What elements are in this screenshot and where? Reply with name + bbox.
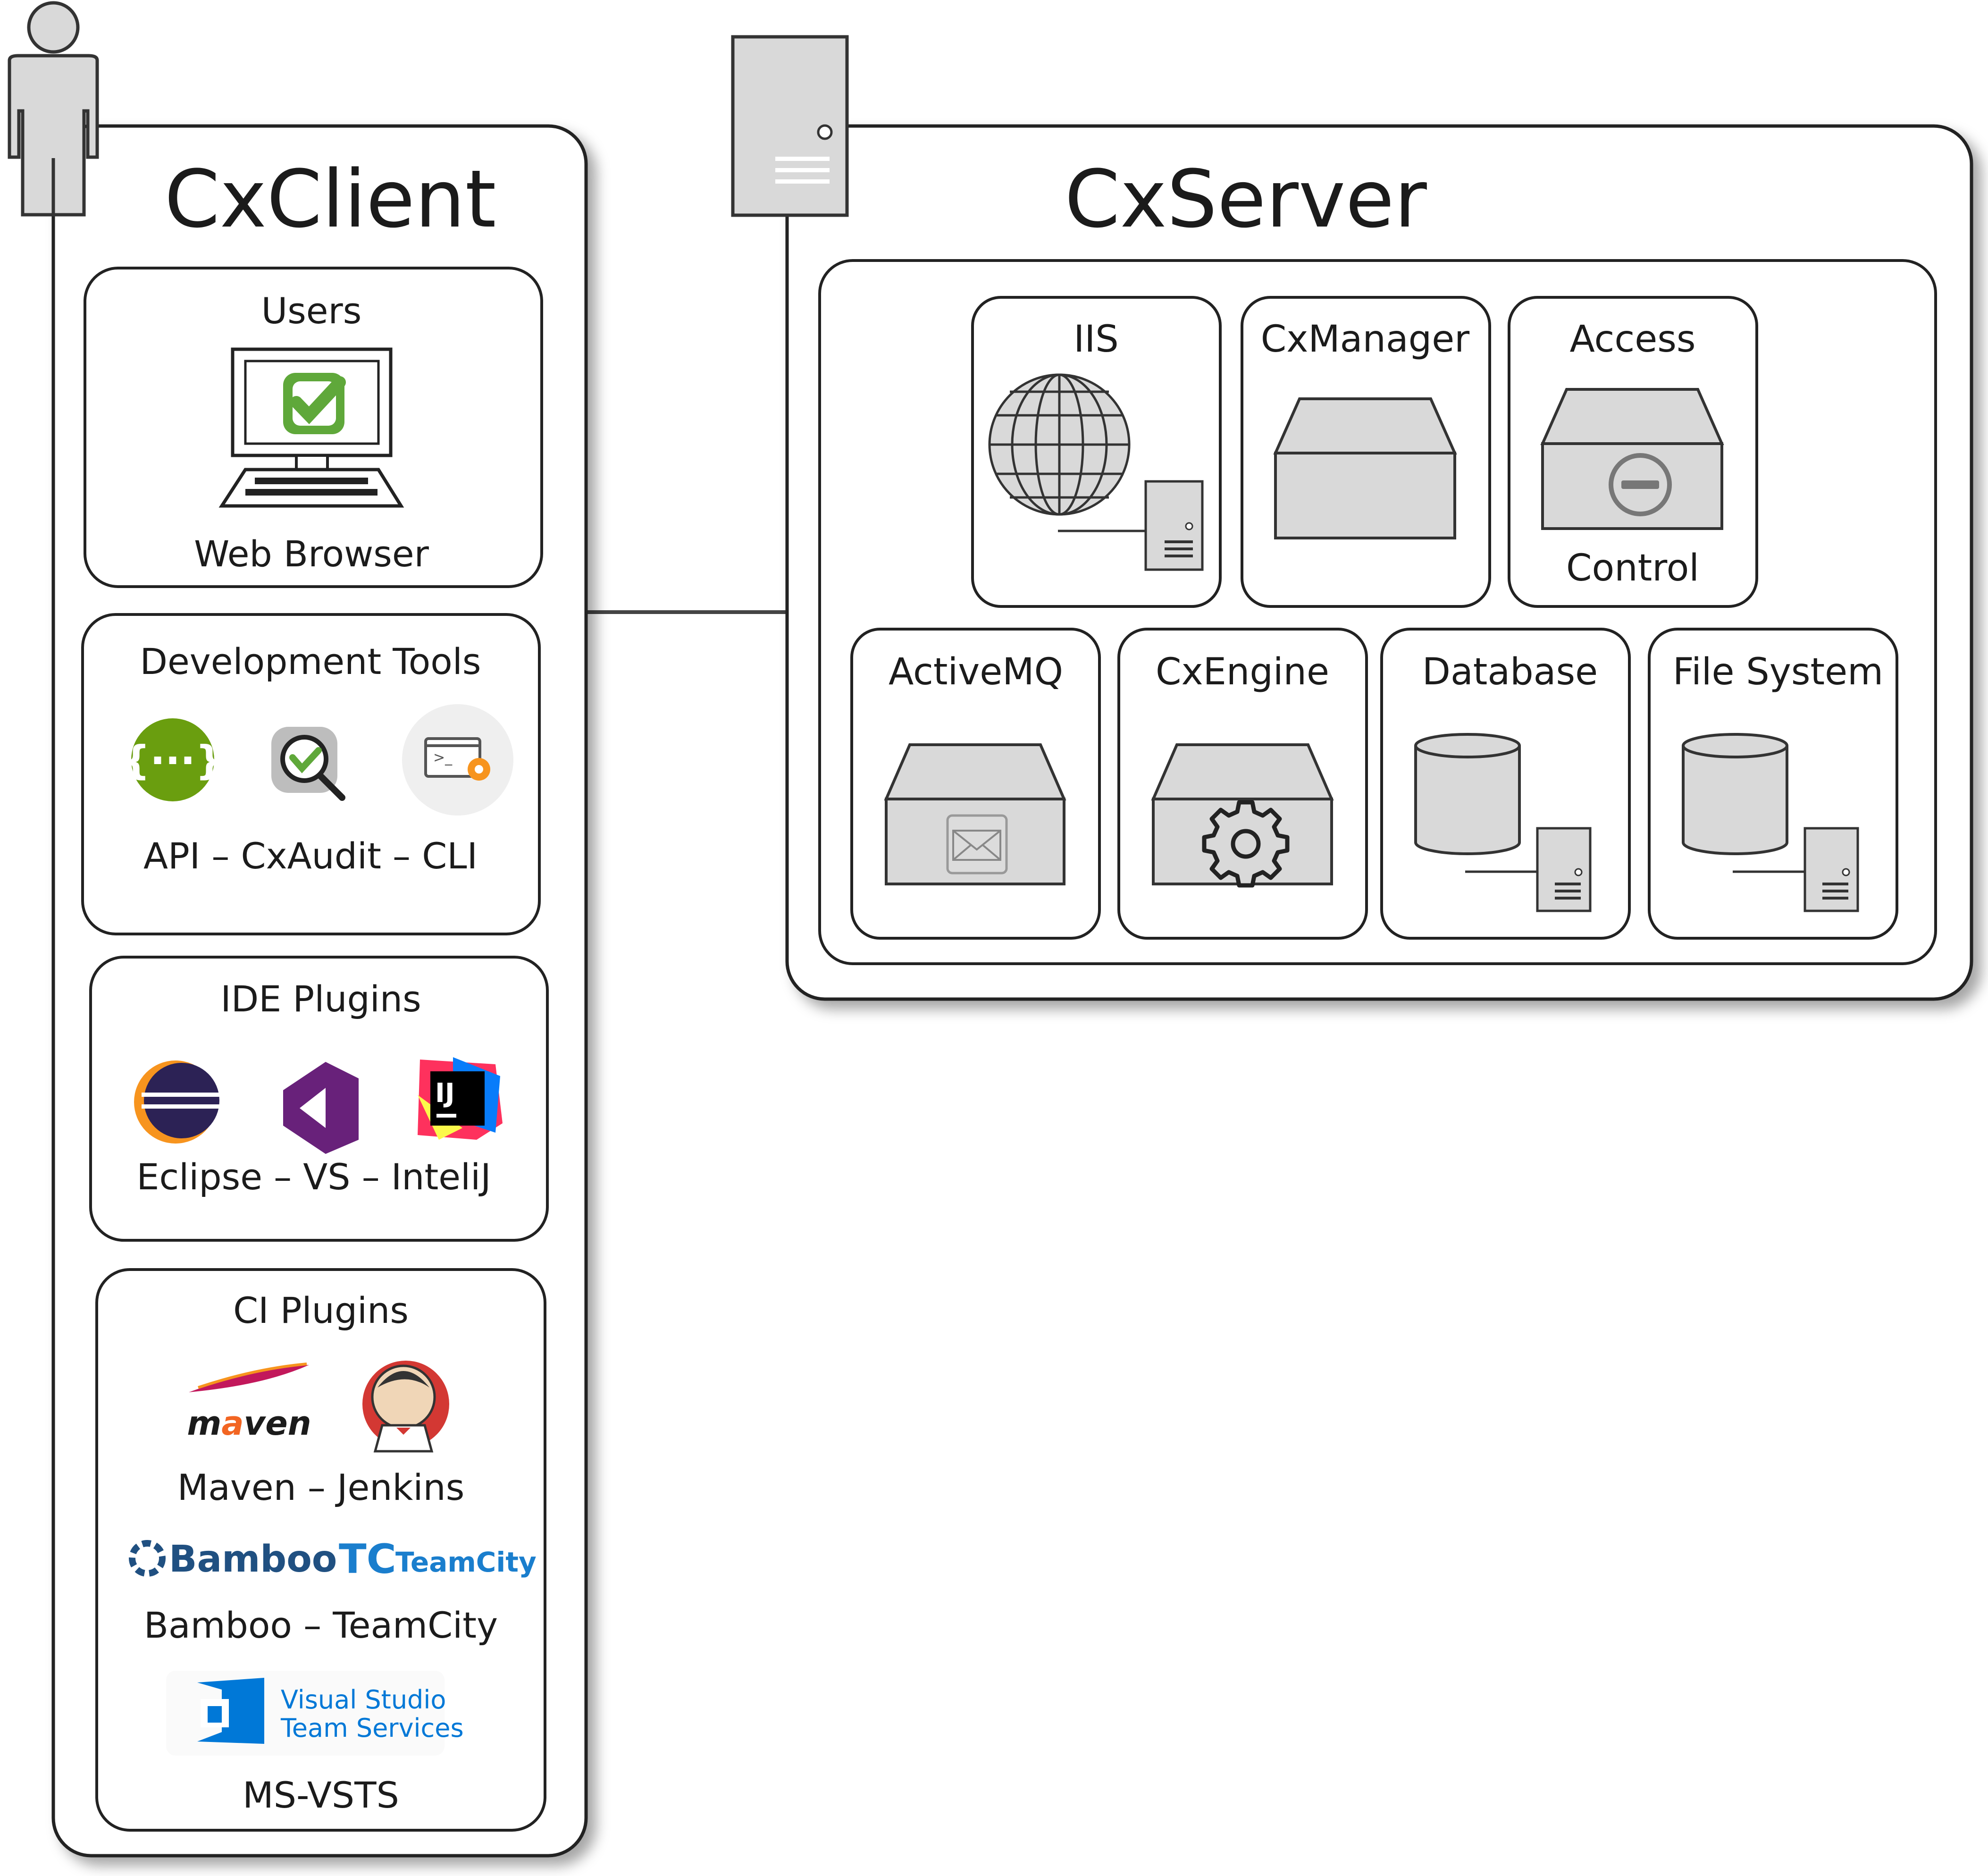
client-title: CxClient xyxy=(164,153,496,245)
cli-icon: >_ xyxy=(402,704,513,816)
teamcity-icon: TC xyxy=(339,1536,396,1583)
server-tower-icon xyxy=(731,35,849,217)
activemq-label: ActiveMQ xyxy=(889,651,1063,693)
access-control-label-bottom: Control xyxy=(1566,547,1699,589)
globe-icon xyxy=(988,373,1131,516)
jenkins-icon xyxy=(362,1361,449,1453)
maven-feather-icon xyxy=(189,1363,309,1392)
database-label: Database xyxy=(1422,651,1598,693)
iis-label: IIS xyxy=(1074,318,1119,361)
eclipse-icon xyxy=(134,1060,222,1144)
file-system-cylinder-icon xyxy=(1682,733,1788,855)
vsts-logo-line2: Team Services xyxy=(280,1713,464,1743)
maven-logo-text: maven xyxy=(187,1404,311,1443)
ci-row1-caption: Maven – Jenkins xyxy=(177,1466,465,1508)
svg-text:>_: >_ xyxy=(433,749,453,766)
api-icon: {···} xyxy=(122,718,224,801)
server-title: CxServer xyxy=(1065,153,1427,245)
bamboo-logo-text: Bamboo xyxy=(169,1538,337,1581)
checkmark-icon xyxy=(283,373,346,434)
ci-row3-caption: MS-VSTS xyxy=(243,1774,399,1816)
ide-plugins-caption: Eclipse – VS – InteliJ xyxy=(136,1156,491,1198)
dev-tools-caption: API – CxAudit – CLI xyxy=(143,835,478,877)
bamboo-icon xyxy=(129,1540,166,1577)
cxengine-label: CxEngine xyxy=(1156,651,1329,693)
users-title: Users xyxy=(261,290,362,332)
envelope-icon xyxy=(946,814,1008,875)
person-icon xyxy=(8,1,99,217)
vsts-icon xyxy=(166,1671,445,1756)
teamcity-logo-text: TeamCity xyxy=(395,1546,537,1578)
teamcity-mark-text: TC xyxy=(339,1536,396,1583)
intellij-icon: IJ xyxy=(418,1057,503,1140)
users-caption: Web Browser xyxy=(194,533,429,575)
ci-row2-caption: Bamboo – TeamCity xyxy=(144,1604,498,1646)
iis-server-box-icon xyxy=(1144,480,1204,571)
cxmanager-label: CxManager xyxy=(1261,318,1470,361)
ide-plugins-box xyxy=(89,956,549,1242)
database-cylinder-icon xyxy=(1414,733,1521,855)
file-system-server-box-icon xyxy=(1803,827,1859,912)
gear-icon xyxy=(1202,800,1290,888)
visual-studio-icon xyxy=(283,1062,359,1154)
ide-plugins-title: IDE Plugins xyxy=(220,978,421,1020)
access-control-label-top: Access xyxy=(1569,318,1695,361)
svg-text:{···}: {···} xyxy=(122,737,223,783)
intellij-logo-text: IJ xyxy=(435,1078,455,1109)
vsts-logo-line1: Visual Studio xyxy=(281,1685,446,1715)
ci-plugins-title: CI Plugins xyxy=(233,1289,409,1331)
file-system-label: File System xyxy=(1673,651,1883,693)
database-server-box-icon xyxy=(1536,827,1592,912)
dev-tools-title: Development Tools xyxy=(140,640,481,682)
cxmanager-server-box-icon xyxy=(1273,397,1457,539)
no-entry-icon xyxy=(1609,453,1672,516)
cxaudit-icon xyxy=(271,727,345,801)
